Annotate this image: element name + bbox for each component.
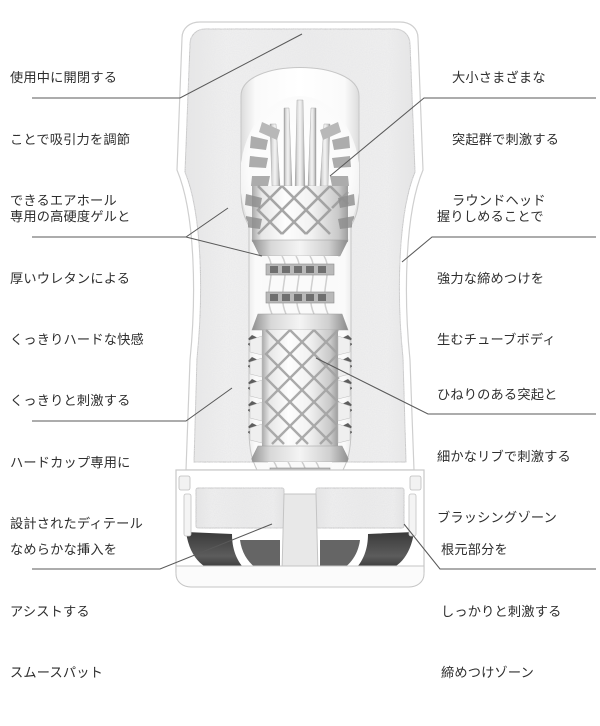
- smooth-pat-left: [195, 487, 285, 529]
- brushing-zone-lattice: [247, 329, 353, 446]
- annotation-tube-body: 握りしめることで 強力な締めつけを 生むチューブボディ: [437, 167, 556, 393]
- annotation-hard-gel-line-2: 厚いウレタンによる: [10, 271, 131, 287]
- annotation-tightening-zone-line-3: 締めつけゾーン: [441, 666, 535, 681]
- annotation-hard-gel-line-1: 専用の高硬度ゲルと: [10, 210, 131, 225]
- annotation-air-hole-line-1: 使用中に開閉する: [10, 71, 118, 86]
- annotation-round-head-line-1: 大小さまざまな: [452, 71, 546, 86]
- annotation-tightening-zone-line-1: 根元部分を: [441, 543, 508, 558]
- annotation-tube-body-line-1: 握りしめることで: [437, 210, 544, 225]
- collar-flange-lower: [249, 445, 351, 463]
- annotation-hard-cup-detail-line-2: ハードカップ専用に: [10, 455, 131, 471]
- annotation-air-hole: 使用中に開閉する ことで吸引力を調節 できるエアホール: [10, 28, 130, 254]
- annotation-smooth-pat: なめらかな挿入を アシストする スムースパット: [10, 500, 117, 726]
- base-hollow-right: [352, 532, 414, 572]
- annotation-air-hole-line-2: ことで吸引力を調節: [10, 132, 131, 148]
- twist-rib-band-upper: [262, 255, 338, 315]
- annotation-tube-body-line-3: 生むチューブボディ: [437, 333, 556, 348]
- annotation-hard-gel: 専用の高硬度ゲルと 厚いウレタンによる くっきりハードな快感: [10, 167, 144, 393]
- collar-flange-mid: [251, 313, 349, 331]
- annotation-tightening-zone-line-2: しっかりと刺激する: [441, 604, 562, 620]
- annotation-brushing-zone-line-3: ブラッシングゾーン: [437, 511, 557, 526]
- annotation-hard-cup-detail-line-1: くっきりと刺激する: [10, 394, 131, 409]
- annotation-tightening-zone: 根元部分を しっかりと刺激する 締めつけゾーン: [441, 500, 562, 726]
- annotation-brushing-zone: ひねりのある突起と 細かなリブで刺激する ブラッシングゾーン: [437, 345, 571, 571]
- annotation-round-head-line-2: 突起群で刺激する: [452, 132, 560, 148]
- annotation-round-head: 大小さまざまな 突起群で刺激する ラウンドヘッド: [452, 28, 559, 254]
- annotation-hard-cup-detail: くっきりと刺激する ハードカップ専用に 設計されたディテール: [10, 351, 143, 577]
- illustration-stage: 使用中に開閉する ことで吸引力を調節 できるエアホール 大小さまざまな 突起群で…: [10, 21, 596, 681]
- diamond-lattice-upper: [245, 185, 355, 242]
- smooth-pat-right: [315, 487, 405, 529]
- annotation-tube-body-line-2: 強力な締めつけを: [437, 271, 545, 287]
- annotation-brushing-zone-line-2: 細かなリブで刺激する: [437, 449, 571, 465]
- cup-base-assembly: [175, 469, 425, 588]
- annotation-smooth-pat-line-3: スムースパット: [10, 666, 104, 681]
- annotation-hard-cup-detail-line-3: 設計されたディテール: [10, 517, 143, 532]
- annotation-smooth-pat-line-2: アシストする: [10, 604, 90, 620]
- annotation-hard-gel-line-3: くっきりハードな快感: [10, 333, 144, 348]
- collar-flange-upper: [251, 239, 349, 257]
- annotation-air-hole-line-3: できるエアホール: [10, 194, 117, 209]
- annotation-round-head-line-3: ラウンドヘッド: [452, 194, 546, 209]
- annotation-brushing-zone-line-1: ひねりのある突起と: [437, 388, 558, 403]
- annotation-smooth-pat-line-1: なめらかな挿入を: [10, 543, 118, 558]
